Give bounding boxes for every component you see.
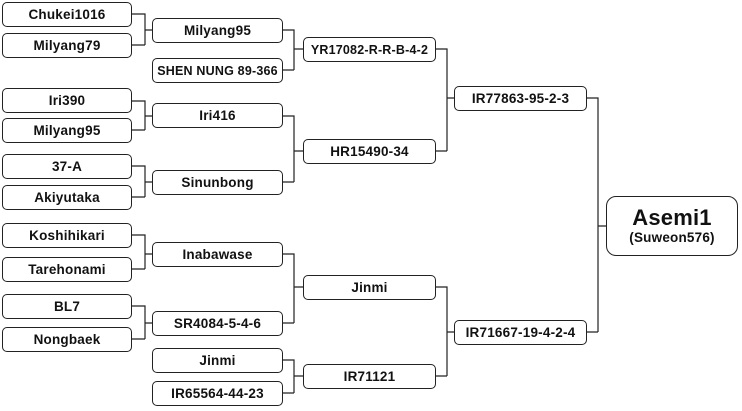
node-sr4084-5-4-6: SR4084-5-4-6: [152, 311, 283, 336]
connector-line: [132, 100, 152, 131]
node-ir71121: IR71121: [303, 364, 436, 389]
node-inabawase: Inabawase: [152, 242, 283, 267]
node-tarehonami: Tarehonami: [2, 257, 132, 282]
connector-line: [283, 29, 303, 71]
connector-line: [587, 97, 606, 333]
node-asemi1: Asemi1 (Suweon576): [606, 196, 738, 256]
suweon576-label: (Suweon576): [629, 230, 715, 245]
asemi1-label: Asemi1: [632, 205, 712, 230]
node-ir71667-19-4-2-4: IR71667-19-4-2-4: [454, 320, 587, 345]
node-milyang95: Milyang95: [152, 18, 283, 43]
connector-line: [283, 253, 303, 324]
node-iri390: Iri390: [2, 88, 132, 113]
connector-line: [132, 234, 152, 270]
connector-line: [436, 48, 454, 152]
node-hr15490-34: HR15490-34: [303, 139, 436, 164]
node-ir65564-44-23: IR65564-44-23: [152, 381, 283, 406]
node-milyang95-parent: Milyang95: [2, 118, 132, 143]
node-jinmi-parent: Jinmi: [152, 348, 283, 373]
connector-line: [132, 165, 152, 198]
node-sinunbong: Sinunbong: [152, 170, 283, 195]
node-yr17082-r-r-b-4-2: YR17082-R-R-B-4-2: [303, 37, 436, 62]
node-shen-nung-89-366: SHEN NUNG 89-366: [152, 58, 283, 83]
connector-line: [436, 286, 454, 377]
node-milyang79: Milyang79: [2, 33, 132, 58]
node-nongbaek: Nongbaek: [2, 327, 132, 352]
node-akiyutaka: Akiyutaka: [2, 185, 132, 210]
connector-line: [283, 115, 303, 183]
node-chukei1016: Chukei1016: [2, 2, 132, 27]
connector-line: [132, 13, 152, 46]
connector-line: [283, 359, 303, 394]
connector-line: [132, 305, 152, 340]
node-bl7: BL7: [2, 294, 132, 319]
node-koshihikari: Koshihikari: [2, 223, 132, 248]
node-jinmi: Jinmi: [303, 275, 436, 300]
node-ir77863-95-2-3: IR77863-95-2-3: [454, 86, 587, 111]
node-37-a: 37-A: [2, 154, 132, 179]
node-iri416: Iri416: [152, 103, 283, 128]
